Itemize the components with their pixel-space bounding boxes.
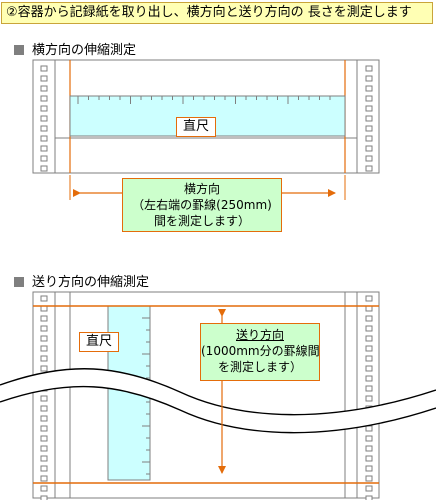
measure-label-line2: (1000mm分の罫線間 (201, 344, 320, 358)
sprocket-hole (40, 165, 48, 172)
measure-label-line3: 間を測定します） (153, 214, 250, 228)
section-heading-feed: 送り方向の伸縮測定 (14, 275, 149, 291)
sprocket-hole (365, 425, 373, 432)
bullet-square-icon (14, 45, 24, 55)
sprocket-hole (365, 165, 373, 172)
sprocket-hole (365, 455, 373, 462)
sprocket-hole (365, 365, 373, 372)
sprocket-hole (40, 395, 48, 402)
sprocket-hole (365, 475, 373, 482)
sprocket-hole (40, 365, 48, 372)
ruler-ticks (77, 96, 331, 104)
sprocket-hole (40, 405, 48, 412)
break-line-bottom (0, 385, 436, 434)
sprocket-holes-left (40, 65, 48, 172)
section-heading-label: 送り方向の伸縮測定 (32, 275, 150, 290)
sprocket-hole (365, 145, 373, 152)
sprocket-hole (365, 465, 373, 472)
sprocket-hole (40, 115, 48, 122)
sprocket-hole (365, 395, 373, 402)
sprocket-hole (40, 455, 48, 462)
sprocket-hole (40, 75, 48, 82)
sprocket-hole (365, 305, 373, 312)
sprocket-hole (40, 375, 48, 382)
measure-label-line1: 送り方向 (235, 328, 284, 342)
ruler-label-feed: 直尺 (79, 332, 119, 352)
sprocket-hole (40, 125, 48, 132)
measure-label-line3: を測定します） (217, 360, 302, 374)
sprocket-hole (40, 415, 48, 422)
sprocket-hole (40, 475, 48, 482)
ruler-label-horizontal: 直尺 (176, 117, 216, 137)
sprocket-hole (40, 325, 48, 332)
sprocket-hole (41, 376, 47, 381)
measure-label-line2: （左右端の罫線(250mm) (132, 198, 272, 212)
sprocket-hole (40, 135, 48, 142)
sprocket-hole (365, 65, 373, 72)
sprocket-hole (365, 445, 373, 452)
sprocket-hole (40, 95, 48, 102)
sprocket-hole (40, 335, 48, 342)
sprocket-hole (365, 155, 373, 162)
break-line-top (0, 368, 436, 416)
sprocket-hole (365, 355, 373, 362)
sprocket-hole (40, 485, 48, 492)
sprocket-hole (40, 315, 48, 322)
sprocket-hole (40, 305, 48, 312)
sprocket-hole (40, 345, 48, 352)
sprocket-hole (365, 345, 373, 352)
sprocket-hole (40, 355, 48, 362)
sprocket-hole (365, 485, 373, 492)
sprocket-hole (40, 425, 48, 432)
sprocket-holes-right (365, 65, 373, 172)
measure-label-line1: 横方向 (183, 182, 220, 196)
feed-measure-label: 送り方向 (1000mm分の罫線間 を測定します） (200, 323, 320, 381)
sprocket-hole (365, 85, 373, 92)
horizontal-measure-label: 横方向 （左右端の罫線(250mm) 間を測定します） (122, 178, 282, 232)
sprocket-hole (40, 295, 48, 302)
sprocket-hole (40, 445, 48, 452)
sprocket-hole (40, 435, 48, 442)
section-heading-horizontal: 横方向の伸縮測定 (14, 43, 136, 59)
sprocket-hole (365, 495, 373, 500)
bullet-square-icon (14, 277, 24, 287)
sprocket-hole (40, 155, 48, 162)
sprocket-hole (365, 415, 373, 422)
sprocket-hole (40, 85, 48, 92)
sprocket-hole (365, 75, 373, 82)
sprocket-hole (40, 145, 48, 152)
sprocket-hole (365, 385, 373, 392)
sprocket-hole (365, 435, 373, 442)
sprocket-hole (40, 65, 48, 72)
sprocket-hole (40, 105, 48, 112)
sprocket-hole (365, 135, 373, 142)
sprocket-hole (365, 335, 373, 342)
section-heading-label: 横方向の伸縮測定 (32, 43, 137, 58)
sprocket-hole (365, 125, 373, 132)
sprocket-hole (366, 416, 372, 421)
sprocket-hole (365, 95, 373, 102)
sprocket-hole (40, 495, 48, 500)
sprocket-hole (365, 295, 373, 302)
sprocket-hole (365, 375, 373, 382)
sprocket-hole (365, 105, 373, 112)
sprocket-hole (365, 325, 373, 332)
sprocket-hole (40, 465, 48, 472)
sprocket-hole (365, 315, 373, 322)
sprocket-hole (365, 115, 373, 122)
instruction-title: ②容器から記録紙を取り出し、横方向と送り方向の 長さを測定します (1, 2, 433, 24)
